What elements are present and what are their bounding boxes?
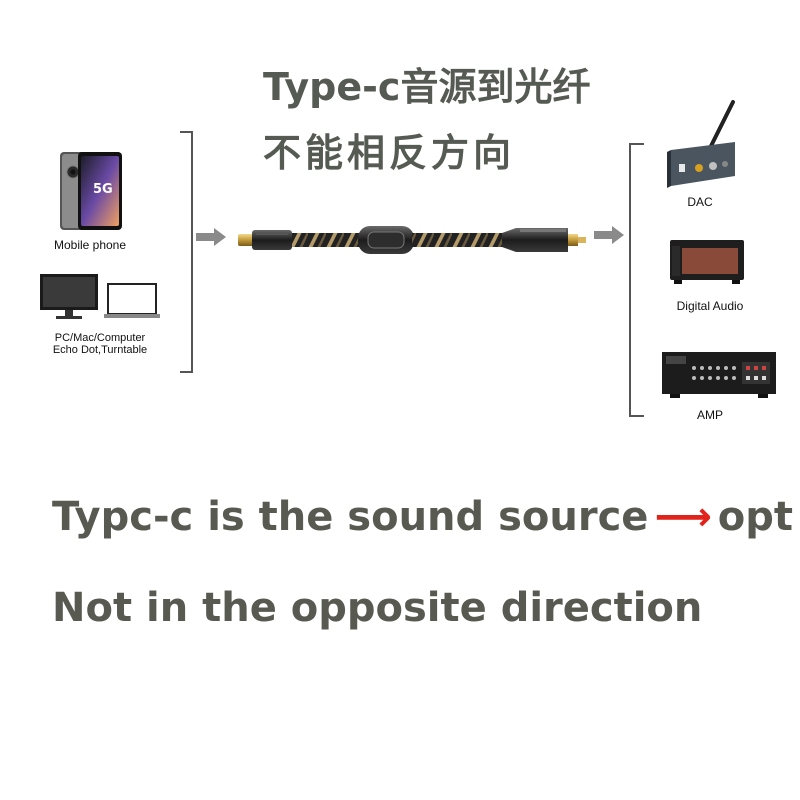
mobile-phone-label: Mobile phone (53, 238, 127, 252)
flow-arrow-right-icon (594, 226, 624, 244)
dac-icon (667, 100, 735, 188)
digital-audio-label: Digital Audio (676, 299, 744, 313)
cable-icon (238, 226, 586, 254)
right-bracket (629, 143, 644, 417)
heading-line-1: Type-c音源到光纤 (263, 65, 591, 109)
note-line-1: Typc-c is the sound source⟶opt (52, 494, 793, 540)
laptop-icon (104, 283, 160, 318)
computer-label-1: PC/Mac/Computer (54, 332, 146, 344)
note-line-1-target: opt (717, 494, 794, 540)
phone-5g-badge: 5G (93, 182, 113, 197)
mobile-phone-icon (60, 152, 122, 230)
dac-label: DAC (687, 195, 713, 209)
monitor-icon (40, 274, 98, 319)
digital-audio-speaker-icon (670, 240, 744, 284)
computer-label-2: Echo Dot,Turntable (52, 344, 148, 356)
amp-label: AMP (696, 408, 723, 422)
left-bracket (180, 131, 193, 373)
amp-receiver-icon (662, 352, 776, 398)
flow-arrow-left-icon (196, 228, 226, 246)
note-line-1-text: Typc-c is the sound source (52, 494, 649, 540)
red-arrow-icon: ⟶ (654, 494, 712, 540)
heading-line-2: 不能相反方向 (263, 131, 516, 175)
note-line-2: Not in the opposite direction (52, 585, 703, 631)
